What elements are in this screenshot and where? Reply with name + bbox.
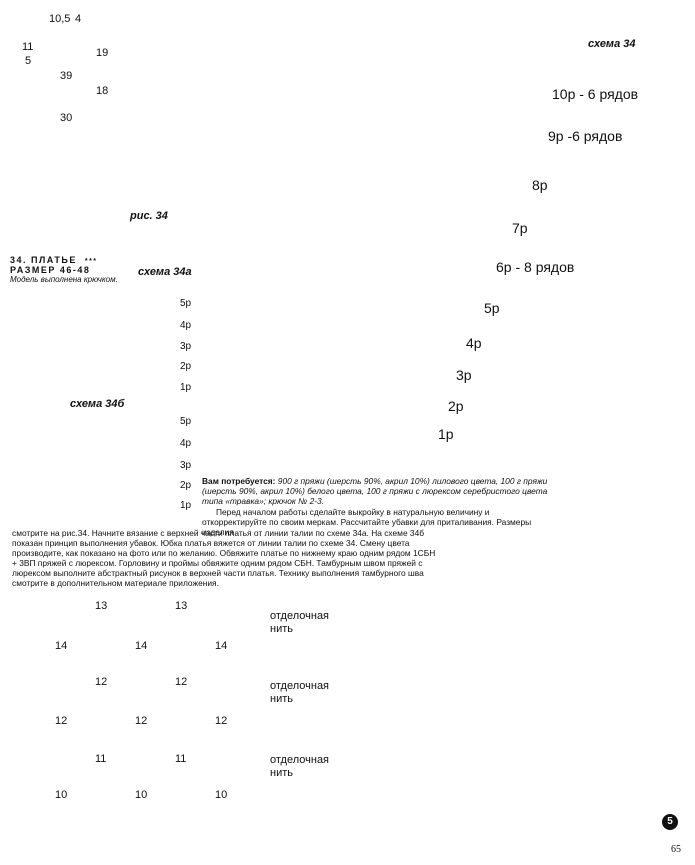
instructions-part-2: смотрите на рис.34. Начните вязание с ве… bbox=[12, 528, 436, 588]
s34-row-4: 4р bbox=[466, 335, 482, 351]
band-2-bottom-number-3: 12 bbox=[215, 715, 228, 727]
measure-top-2: 4 bbox=[75, 13, 82, 25]
s34b-row-2: 2р bbox=[180, 480, 192, 491]
size-line: РАЗМЕР 46-48 bbox=[10, 265, 91, 275]
measure-inner-2: 30 bbox=[60, 112, 73, 124]
s34a-row-3: 3р bbox=[180, 341, 192, 352]
s34b-row-5: 5р bbox=[180, 416, 192, 427]
band-1-bottom-number-3: 14 bbox=[215, 640, 228, 652]
measure-left-1: 11 bbox=[22, 41, 34, 53]
scheme-34b-label: схема 34б bbox=[70, 398, 125, 410]
s34-row-1: 1р bbox=[438, 426, 454, 442]
s34a-row-5: 5р bbox=[180, 298, 192, 309]
materials-text: 900 г пряжи (шерсть 90%, акрил 10%) лило… bbox=[202, 476, 548, 506]
pattern-title-block: 34. ПЛАТЬЕ *** РАЗМЕР 46-48 Модель выпол… bbox=[10, 255, 140, 284]
band-3-bottom-number: 10 bbox=[55, 789, 68, 801]
band-1-top-number-2: 13 bbox=[175, 600, 188, 612]
measure-right-1: 19 bbox=[96, 47, 109, 59]
band-3-bottom-number-3: 10 bbox=[215, 789, 228, 801]
s34-row-3: 3р bbox=[456, 367, 472, 383]
s34-row-9: 9р -6 рядов bbox=[548, 128, 623, 144]
band-3-top-number-2: 11 bbox=[175, 753, 187, 765]
s34-row-7: 7р bbox=[512, 220, 528, 236]
s34a-row-4: 4р bbox=[180, 320, 192, 331]
band-3-top-number: 11 bbox=[95, 753, 107, 765]
band-1-bottom-number: 14 bbox=[55, 640, 68, 652]
page-number: 65 bbox=[671, 844, 681, 855]
s34a-row-1: 1р bbox=[180, 382, 192, 393]
trim-label-1: отделочная нить bbox=[270, 610, 330, 635]
materials-block: Вам потребуется: 900 г пряжи (шерсть 90%… bbox=[202, 476, 552, 506]
measure-top-1: 10,5 bbox=[49, 13, 71, 25]
trim-label-2: отделочная нить bbox=[270, 680, 330, 705]
scheme-34-label: схема 34 bbox=[588, 38, 636, 50]
s34-row-5: 5р bbox=[484, 300, 500, 316]
band-1-bottom-number-2: 14 bbox=[135, 640, 148, 652]
model-note: Модель выполнена крючком. bbox=[10, 275, 118, 284]
fan-badge-number: 5 bbox=[667, 816, 673, 827]
s34b-row-1: 1р bbox=[180, 500, 192, 511]
band-1-top-number: 13 bbox=[95, 600, 108, 612]
materials-heading: Вам потребуется: bbox=[202, 476, 276, 486]
size-marks: *** bbox=[84, 258, 98, 265]
fig-34-label: рис. 34 bbox=[130, 210, 168, 222]
s34-row-6: 6р - 8 рядов bbox=[496, 259, 575, 275]
measure-inner-1: 39 bbox=[60, 70, 73, 82]
scheme-34a-label: схема 34а bbox=[138, 266, 192, 278]
instructions-part-1: Перед началом работы сделайте выкройку в… bbox=[202, 507, 532, 537]
s34-row-2: 2р bbox=[448, 398, 464, 414]
measure-right-2: 18 bbox=[96, 85, 109, 97]
band-2-bottom-number-2: 12 bbox=[135, 715, 148, 727]
s34b-row-4: 4р bbox=[180, 438, 192, 449]
s34-row-10: 10р - 6 рядов bbox=[552, 86, 639, 102]
trim-label-3: отделочная нить bbox=[270, 754, 330, 779]
s34a-row-2: 2р bbox=[180, 361, 192, 372]
measure-left-2: 5 bbox=[25, 55, 32, 67]
band-2-top-number-2: 12 bbox=[175, 676, 188, 688]
band-2-bottom-number: 12 bbox=[55, 715, 68, 727]
fan-badge: 5 bbox=[662, 814, 678, 830]
pattern-title: 34. ПЛАТЬЕ bbox=[10, 255, 77, 265]
band-2-top-number: 12 bbox=[95, 676, 108, 688]
s34-row-8: 8р bbox=[532, 177, 548, 193]
s34b-row-3: 3р bbox=[180, 460, 192, 471]
band-3-bottom-number-2: 10 bbox=[135, 789, 148, 801]
